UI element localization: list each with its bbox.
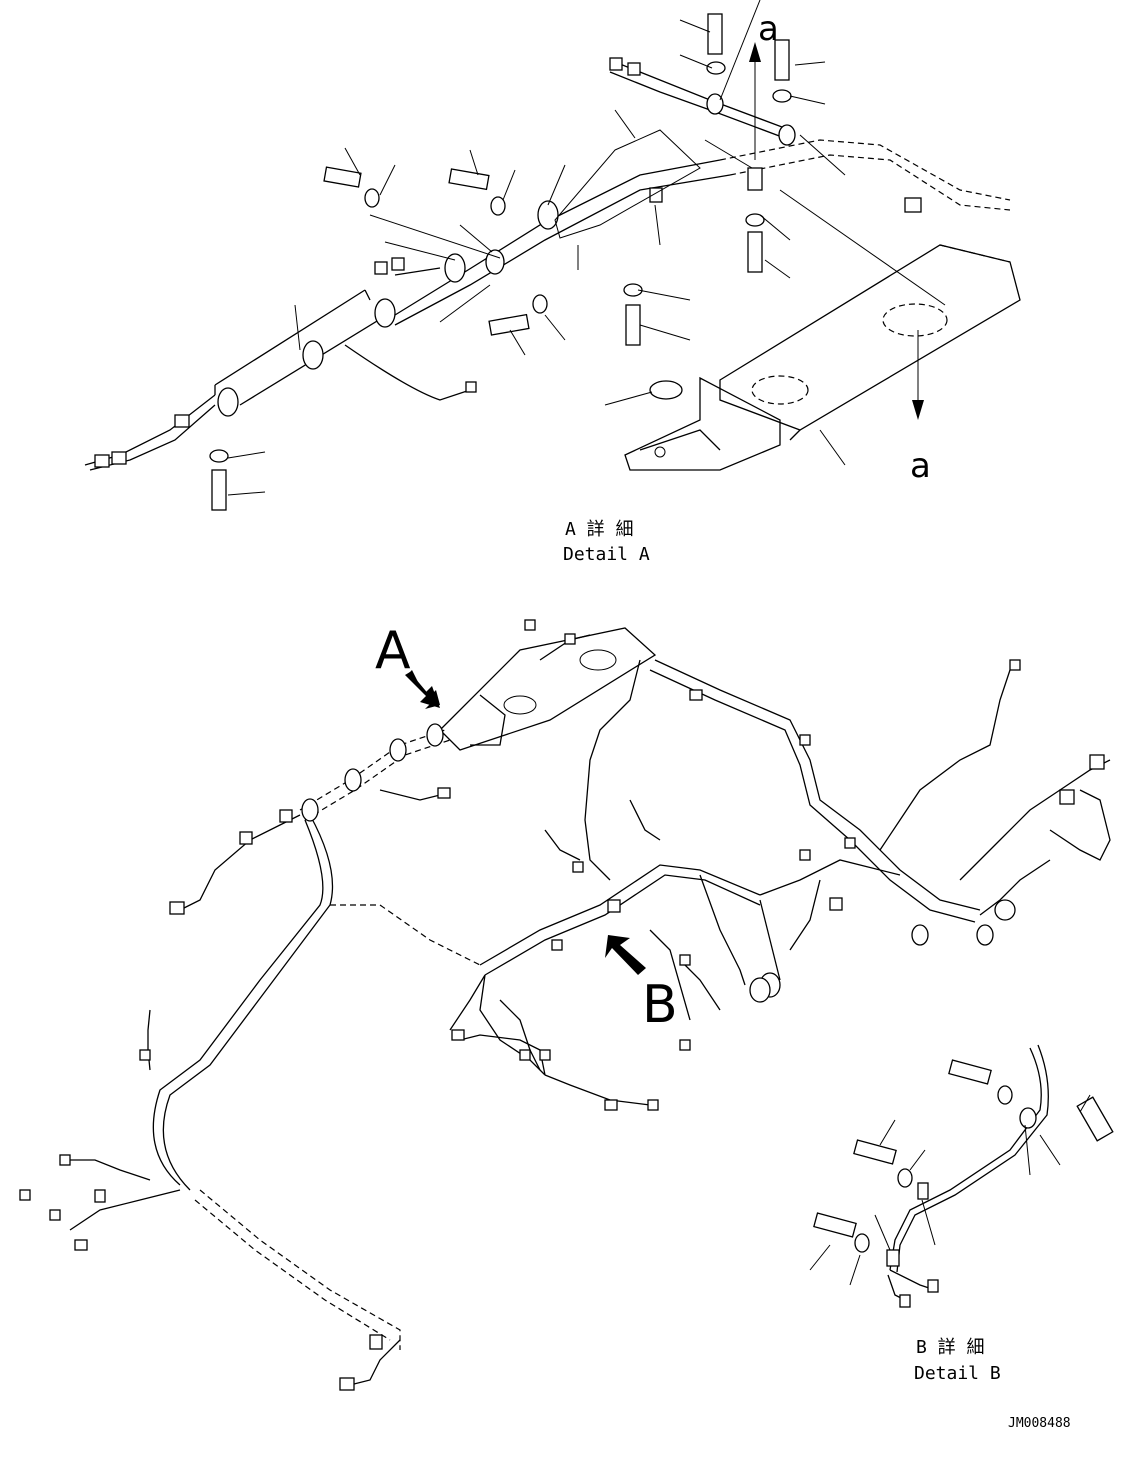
- clamp-set-a: [217, 93, 796, 417]
- view-arrows-a: [749, 42, 924, 420]
- detail-b-caption-jp: B 詳 細: [916, 1337, 985, 1358]
- frame-member: [624, 244, 1021, 471]
- leader-lines-detail-b: [809, 1094, 1091, 1286]
- harness-protector-tube: [214, 59, 1011, 406]
- bolts-detail-a: [209, 13, 792, 511]
- view-label-a-bottom: a: [910, 446, 931, 486]
- detail-a-view: a a A 詳 細 Detail A: [84, 0, 1021, 565]
- harness-main-trunk: [60, 634, 1111, 1386]
- leader-lines-detail-a: [227, 0, 946, 496]
- arrow-b-indicator: [605, 935, 646, 975]
- detail-a-caption-jp: A 詳 細: [565, 519, 634, 540]
- frame-member-main: [439, 627, 657, 751]
- detail-b-view: B 詳 細 Detail B: [809, 1044, 1114, 1384]
- detail-b-marker: B: [642, 975, 678, 1035]
- drawing-id: JM008488: [1008, 1416, 1071, 1431]
- view-label-a-top: a: [758, 9, 779, 49]
- connectors-main: [19, 619, 1105, 1391]
- detail-a-caption-en: Detail A: [563, 544, 650, 565]
- detail-b-caption-en: Detail B: [914, 1363, 1001, 1384]
- connectors-detail-a: [84, 57, 922, 471]
- main-harness-view: A B: [19, 619, 1111, 1391]
- bolts-detail-b: [813, 1059, 1114, 1267]
- detail-a-marker: A: [375, 621, 411, 681]
- arrow-a-indicator: [405, 670, 440, 709]
